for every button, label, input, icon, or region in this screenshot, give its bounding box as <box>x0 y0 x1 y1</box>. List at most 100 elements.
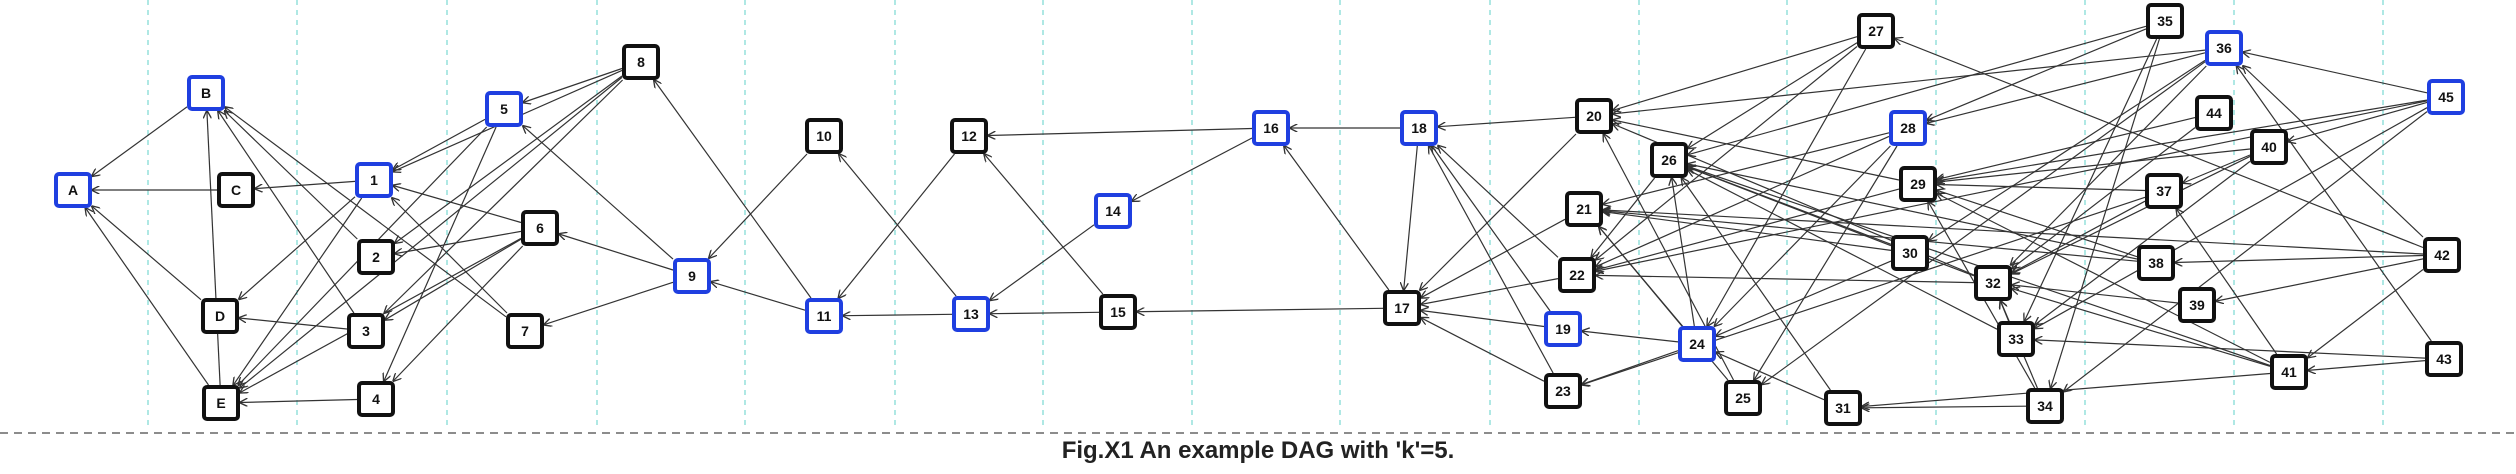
edge-36-to-25 <box>1762 61 2206 384</box>
node-label: 45 <box>2438 89 2454 105</box>
edge-14-to-13 <box>990 224 1095 300</box>
node-box <box>805 118 843 154</box>
edge-3-to-D <box>239 318 348 330</box>
edge-45-to-34 <box>2064 111 2428 392</box>
node-label: B <box>201 85 211 101</box>
node-box <box>201 298 239 334</box>
node-C: C <box>217 172 255 208</box>
edge-45-to-40 <box>2288 101 2428 141</box>
node-box <box>2026 388 2064 424</box>
node-box <box>1824 390 1862 426</box>
edge-43-to-41 <box>2308 360 2426 371</box>
node-box <box>357 381 395 417</box>
node-44: 44 <box>2195 95 2233 131</box>
edge-11-to-9 <box>711 282 806 311</box>
node-label: 28 <box>1900 120 1916 136</box>
node-D: D <box>201 298 239 334</box>
edge-4-to-E <box>240 400 358 403</box>
edge-40-to-37 <box>2183 154 2251 183</box>
edge-1-to-D <box>239 196 356 299</box>
edge-41-to-37 <box>2176 209 2278 355</box>
node-box <box>217 172 255 208</box>
edge-33-to-26 <box>1688 170 1998 330</box>
node-B: B <box>187 75 225 111</box>
node-box <box>357 239 395 275</box>
edge-2-to-B <box>225 111 358 240</box>
node-40: 40 <box>2250 129 2288 165</box>
node-box <box>2425 341 2463 377</box>
edge-27-to-22 <box>1596 46 1858 260</box>
node-32: 32 <box>1974 265 2012 301</box>
node-7: 7 <box>506 313 544 349</box>
edge-22-to-17 <box>1421 278 1559 305</box>
node-label: 16 <box>1263 120 1279 136</box>
edge-8-to-3 <box>384 79 624 313</box>
node-label: E <box>216 395 225 411</box>
node-box <box>202 385 240 421</box>
edge-9-to-6 <box>559 234 674 271</box>
edge-36-to-32 <box>2011 65 2207 265</box>
edge-17-to-15 <box>1137 308 1384 311</box>
edge-D-to-A <box>92 206 202 301</box>
node-34: 34 <box>2026 388 2064 424</box>
node-11: 11 <box>805 298 843 334</box>
node-label: 40 <box>2261 139 2277 155</box>
node-box <box>1974 265 2012 301</box>
node-label: 5 <box>500 101 508 117</box>
edge-28-to-22 <box>1596 135 1890 266</box>
node-box <box>187 75 225 111</box>
node-label: 43 <box>2436 351 2452 367</box>
edge-16-to-14 <box>1132 137 1253 201</box>
node-box <box>2137 245 2175 281</box>
edge-15-to-13 <box>990 312 1100 313</box>
node-20: 20 <box>1575 98 1613 134</box>
node-box <box>1383 290 1421 326</box>
node-21: 21 <box>1565 191 1603 227</box>
node-30: 30 <box>1891 235 1929 271</box>
edge-10-to-9 <box>709 153 808 258</box>
edge-40-to-32 <box>2012 155 2251 273</box>
node-label: 41 <box>2281 364 2297 380</box>
edge-30-to-24 <box>1716 260 1892 336</box>
node-label: C <box>231 182 241 198</box>
edge-20-to-17 <box>1420 133 1577 290</box>
node-box <box>1558 257 1596 293</box>
edge-36-to-20 <box>1613 49 2206 114</box>
node-box <box>2146 3 2184 39</box>
edge-31-to-26 <box>1682 178 1831 391</box>
edge-19-to-17 <box>1421 311 1545 328</box>
node-45: 45 <box>2427 79 2465 115</box>
node-33: 33 <box>1997 321 2035 357</box>
node-9: 9 <box>673 258 711 294</box>
edge-45-to-22 <box>1596 100 2428 271</box>
edge-42-to-36 <box>2243 66 2424 238</box>
edge-34-to-31 <box>1862 406 2027 408</box>
node-15: 15 <box>1099 294 1137 330</box>
figure-caption: Fig.X1 An example DAG with 'k'=5. <box>1061 437 1455 464</box>
edge-43-to-33 <box>2035 340 2426 359</box>
edge-22-to-18 <box>1438 146 1559 258</box>
edge-42-to-39 <box>2216 258 2424 301</box>
edge-41-to-32 <box>2012 289 2271 367</box>
node-41: 41 <box>2270 354 2308 390</box>
node-label: 8 <box>637 54 645 70</box>
edge-24-to-23 <box>1582 350 1679 385</box>
edge-35-to-33 <box>2024 38 2158 321</box>
edge-1-to-E <box>233 197 363 385</box>
edge-37-to-29 <box>1937 185 2146 192</box>
node-36: 36 <box>2205 30 2243 66</box>
node-box <box>54 172 92 208</box>
edge-13-to-10 <box>839 154 957 297</box>
node-8: 8 <box>622 44 660 80</box>
node-24: 24 <box>1678 326 1716 362</box>
edge-45-to-36 <box>2243 52 2428 94</box>
node-box <box>2270 354 2308 390</box>
edge-45-to-33 <box>2035 107 2428 329</box>
edge-27-to-20 <box>1613 36 1858 111</box>
edge-29-to-20 <box>1613 120 1900 181</box>
node-box <box>1575 98 1613 134</box>
node-box <box>485 91 523 127</box>
edge-7-to-1 <box>392 198 508 314</box>
edge-38-to-21 <box>1603 211 2138 262</box>
node-label: 22 <box>1569 267 1585 283</box>
